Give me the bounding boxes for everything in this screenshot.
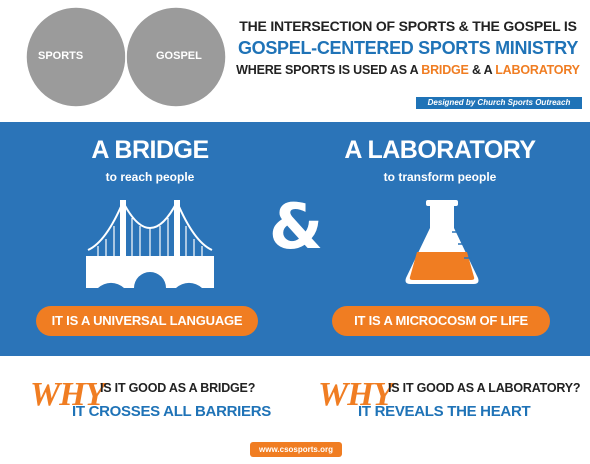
venn-diagram: SPORTS GOSPEL <box>22 6 232 108</box>
venn-graphic <box>25 6 227 108</box>
why-bridge-question: IS IT GOOD AS A BRIDGE? <box>100 381 256 395</box>
bridge-title: A BRIDGE <box>91 136 209 164</box>
headline: THE INTERSECTION OF SPORTS & THE GOSPEL … <box>236 18 580 77</box>
why-lab-heading: WHY <box>318 376 393 413</box>
why-bridge-heading: WHY <box>30 376 105 413</box>
laboratory-subtitle: to transform people <box>383 170 497 184</box>
why-lab-question: IS IT GOOD AS A LABORATORY? <box>388 381 581 395</box>
line3-prefix: WHERE SPORTS IS USED AS A <box>236 63 422 77</box>
gospel-circle <box>126 7 226 107</box>
designed-by-banner: Designed by Church Sports Outreach <box>416 97 582 109</box>
headline-line1: THE INTERSECTION OF SPORTS & THE GOSPEL … <box>239 18 577 34</box>
sports-circle <box>26 7 126 107</box>
why-bridge-answer: IT CROSSES ALL BARRIERS <box>72 403 271 420</box>
line3-laboratory: LABORATORY <box>495 63 580 77</box>
line3-bridge: BRIDGE <box>421 63 469 77</box>
line3-middle: & A <box>468 63 496 77</box>
headline-line2: GOSPEL-CENTERED SPORTS MINISTRY <box>237 38 579 58</box>
gospel-label: GOSPEL <box>156 50 202 62</box>
laboratory-title: A LABORATORY <box>344 136 536 164</box>
headline-line3: WHERE SPORTS IS USED AS A BRIDGE & A LAB… <box>236 63 580 77</box>
why-lab-answer: IT REVEALS THE HEART <box>358 403 531 420</box>
website-link[interactable]: www.csosports.org <box>250 442 342 457</box>
erlenmeyer-flask-icon <box>405 200 479 284</box>
ampersand-symbol: & <box>268 190 324 263</box>
suspension-bridge-icon <box>86 200 214 288</box>
microcosm-pill: IT IS A MICROCOSM OF LIFE <box>332 306 550 336</box>
universal-language-pill: IT IS A UNIVERSAL LANGUAGE <box>36 306 258 336</box>
sports-label: SPORTS <box>38 50 84 62</box>
bridge-subtitle: to reach people <box>105 170 195 184</box>
